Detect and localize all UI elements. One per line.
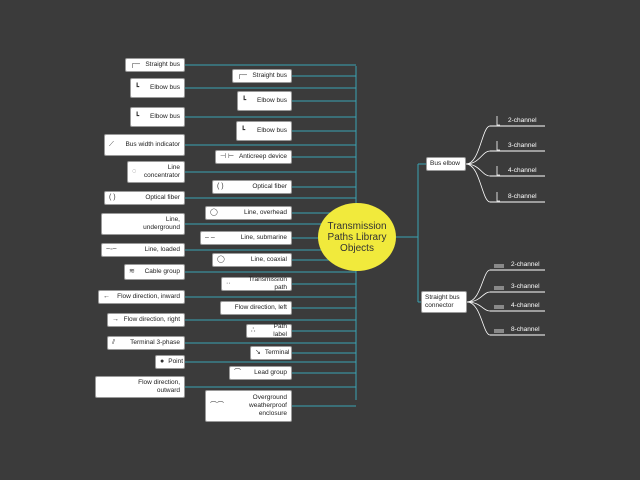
flow-inward-icon: ←	[103, 293, 110, 300]
node-label: Line, overhead	[243, 209, 287, 216]
group-bus-elbow[interactable]: Bus elbow	[426, 157, 466, 171]
node-terminal[interactable]: ↘Terminal	[250, 346, 292, 360]
node-elbow-bus[interactable]: ┗ Elbow bus	[130, 78, 185, 98]
node-label: Optical fiber	[145, 194, 180, 201]
node-label: Point	[168, 358, 184, 365]
leaf-2-channel[interactable]: 2-channel	[508, 117, 537, 124]
optical-fiber-icon: ( )	[217, 183, 224, 190]
node-label: Straight bus	[252, 72, 287, 79]
enclosure-icon: ⌒⌒	[210, 402, 224, 409]
node-label: Line, submarine	[240, 234, 287, 241]
group-straight-bus-connector[interactable]: Straight bus connector	[421, 291, 467, 313]
node-lead-group[interactable]: ⌒ Lead group	[229, 366, 292, 380]
node-line-concentrator[interactable]: ◌ Line concentrator	[127, 161, 185, 183]
node-label: Line concentrator	[143, 164, 180, 179]
leaf-8-channel[interactable]: 8-channel	[511, 326, 540, 333]
leaf-3-channel[interactable]: 3-channel	[511, 283, 540, 290]
leaf-4-channel[interactable]: 4-channel	[511, 302, 540, 309]
node-anticreep-device[interactable]: ⊣ ⊢Anticreep device	[215, 150, 292, 164]
node-optical-fiber[interactable]: ( ) Optical fiber	[212, 180, 292, 194]
node-point[interactable]: ●Point	[155, 355, 185, 369]
node-label: Line, loaded	[144, 246, 180, 253]
group-label: Bus elbow	[430, 160, 460, 167]
anticreep-icon: ⊣ ⊢	[220, 153, 235, 160]
leaf-4-channel[interactable]: 4-channel	[508, 167, 537, 174]
node-label: Elbow bus	[150, 113, 180, 120]
node-label: Bus width indicator	[125, 141, 180, 148]
line-loaded-icon: ~◦~	[106, 246, 117, 253]
flow-right-icon: →	[112, 316, 119, 323]
path-label-icon: ∴	[251, 327, 256, 334]
node-straight-bus[interactable]: ┌─ Straight bus	[232, 69, 292, 83]
elbow-bus-icon: ┗	[242, 97, 247, 104]
node-flow-direction-outward[interactable]: Flow direction, outward	[95, 376, 185, 398]
line-concentrator-icon: ◌	[132, 168, 137, 175]
node-bus-width-indicator[interactable]: ⟋ Bus width indicator	[104, 134, 185, 156]
node-elbow-bus[interactable]: ┗ Elbow bus	[130, 107, 185, 127]
node-flow-direction-right[interactable]: → Flow direction, right	[107, 313, 185, 327]
node-line-loaded[interactable]: ~◦~ Line, loaded	[101, 243, 185, 257]
central-topic[interactable]: Transmission Paths Library Objects	[318, 203, 396, 271]
node-label: Line, coaxial	[250, 256, 287, 263]
leaf-3-channel[interactable]: 3-channel	[508, 142, 537, 149]
node-label: Elbow bus	[257, 97, 287, 104]
node-label: Straight bus	[145, 61, 180, 68]
leaf-8-channel[interactable]: 8-channel	[508, 193, 537, 200]
node-label: Terminal 3-phase	[130, 339, 180, 346]
straight-bus-icon: ┌─	[130, 61, 140, 68]
node-label: Optical fiber	[252, 183, 287, 190]
node-label: Elbow bus	[257, 127, 287, 134]
node-label: Lead group	[254, 369, 287, 376]
line-overhead-icon: ◯	[210, 209, 218, 216]
cable-group-icon: ≋	[129, 268, 135, 275]
node-label: Transmission path	[248, 276, 287, 291]
line-coaxial-icon: ◯	[217, 256, 225, 263]
node-straight-bus[interactable]: ┌─ Straight bus	[125, 58, 185, 72]
transmission-path-icon: ··	[226, 280, 231, 287]
elbow-bus-icon: ┗	[135, 84, 140, 91]
node-overground-weatherproof-enclosure[interactable]: ⌒⌒ Overground weatherproof enclosure	[205, 390, 292, 422]
node-label: Line, underground	[143, 216, 180, 231]
leaf-2-channel[interactable]: 2-channel	[511, 261, 540, 268]
node-label: Overground weatherproof enclosure	[249, 394, 287, 417]
node-terminal-3-phase[interactable]: ⫽ Terminal 3-phase	[107, 336, 185, 350]
node-elbow-bus[interactable]: ┗ Elbow bus	[236, 121, 292, 141]
node-transmission-path[interactable]: ·· Transmission path	[221, 276, 292, 291]
node-optical-fiber[interactable]: ( ) Optical fiber	[104, 191, 185, 205]
node-label: Flow direction, right	[123, 316, 180, 323]
point-icon: ●	[160, 358, 165, 365]
node-label: Flow direction, outward	[138, 379, 180, 394]
node-line-underground[interactable]: Line, underground	[101, 213, 185, 235]
node-label: Path label	[273, 323, 287, 338]
node-flow-direction-left[interactable]: Flow direction, left	[220, 301, 292, 315]
terminal-3phase-icon: ⫽	[112, 339, 116, 346]
group-label: Straight bus connector	[425, 294, 460, 309]
node-elbow-bus[interactable]: ┗ Elbow bus	[237, 91, 292, 111]
node-label: Elbow bus	[150, 84, 180, 91]
node-path-label[interactable]: ∴ Path label	[246, 323, 292, 338]
terminal-icon: ↘	[255, 349, 261, 356]
straight-bus-icon: ┌─	[237, 72, 247, 79]
node-line-submarine[interactable]: – – Line, submarine	[200, 231, 292, 245]
node-cable-group[interactable]: ≋ Cable group	[124, 264, 185, 280]
optical-fiber-icon: ( )	[109, 194, 116, 201]
node-line-overhead[interactable]: ◯ Line, overhead	[205, 206, 292, 220]
node-label: Flow direction, inward	[117, 293, 180, 300]
node-label: Cable group	[144, 268, 180, 275]
line-submarine-icon: – –	[205, 234, 215, 241]
elbow-bus-icon: ┗	[241, 127, 246, 134]
node-label: Anticreep device	[238, 153, 287, 160]
node-line-coaxial[interactable]: ◯ Line, coaxial	[212, 253, 292, 267]
node-label: Flow direction, left	[234, 304, 287, 311]
node-flow-direction-inward[interactable]: ← Flow direction, inward	[98, 290, 185, 304]
node-label: Terminal	[264, 349, 290, 356]
lead-group-icon: ⌒	[234, 369, 241, 376]
bus-width-icon: ⟋	[109, 141, 114, 148]
elbow-bus-icon: ┗	[135, 113, 140, 120]
